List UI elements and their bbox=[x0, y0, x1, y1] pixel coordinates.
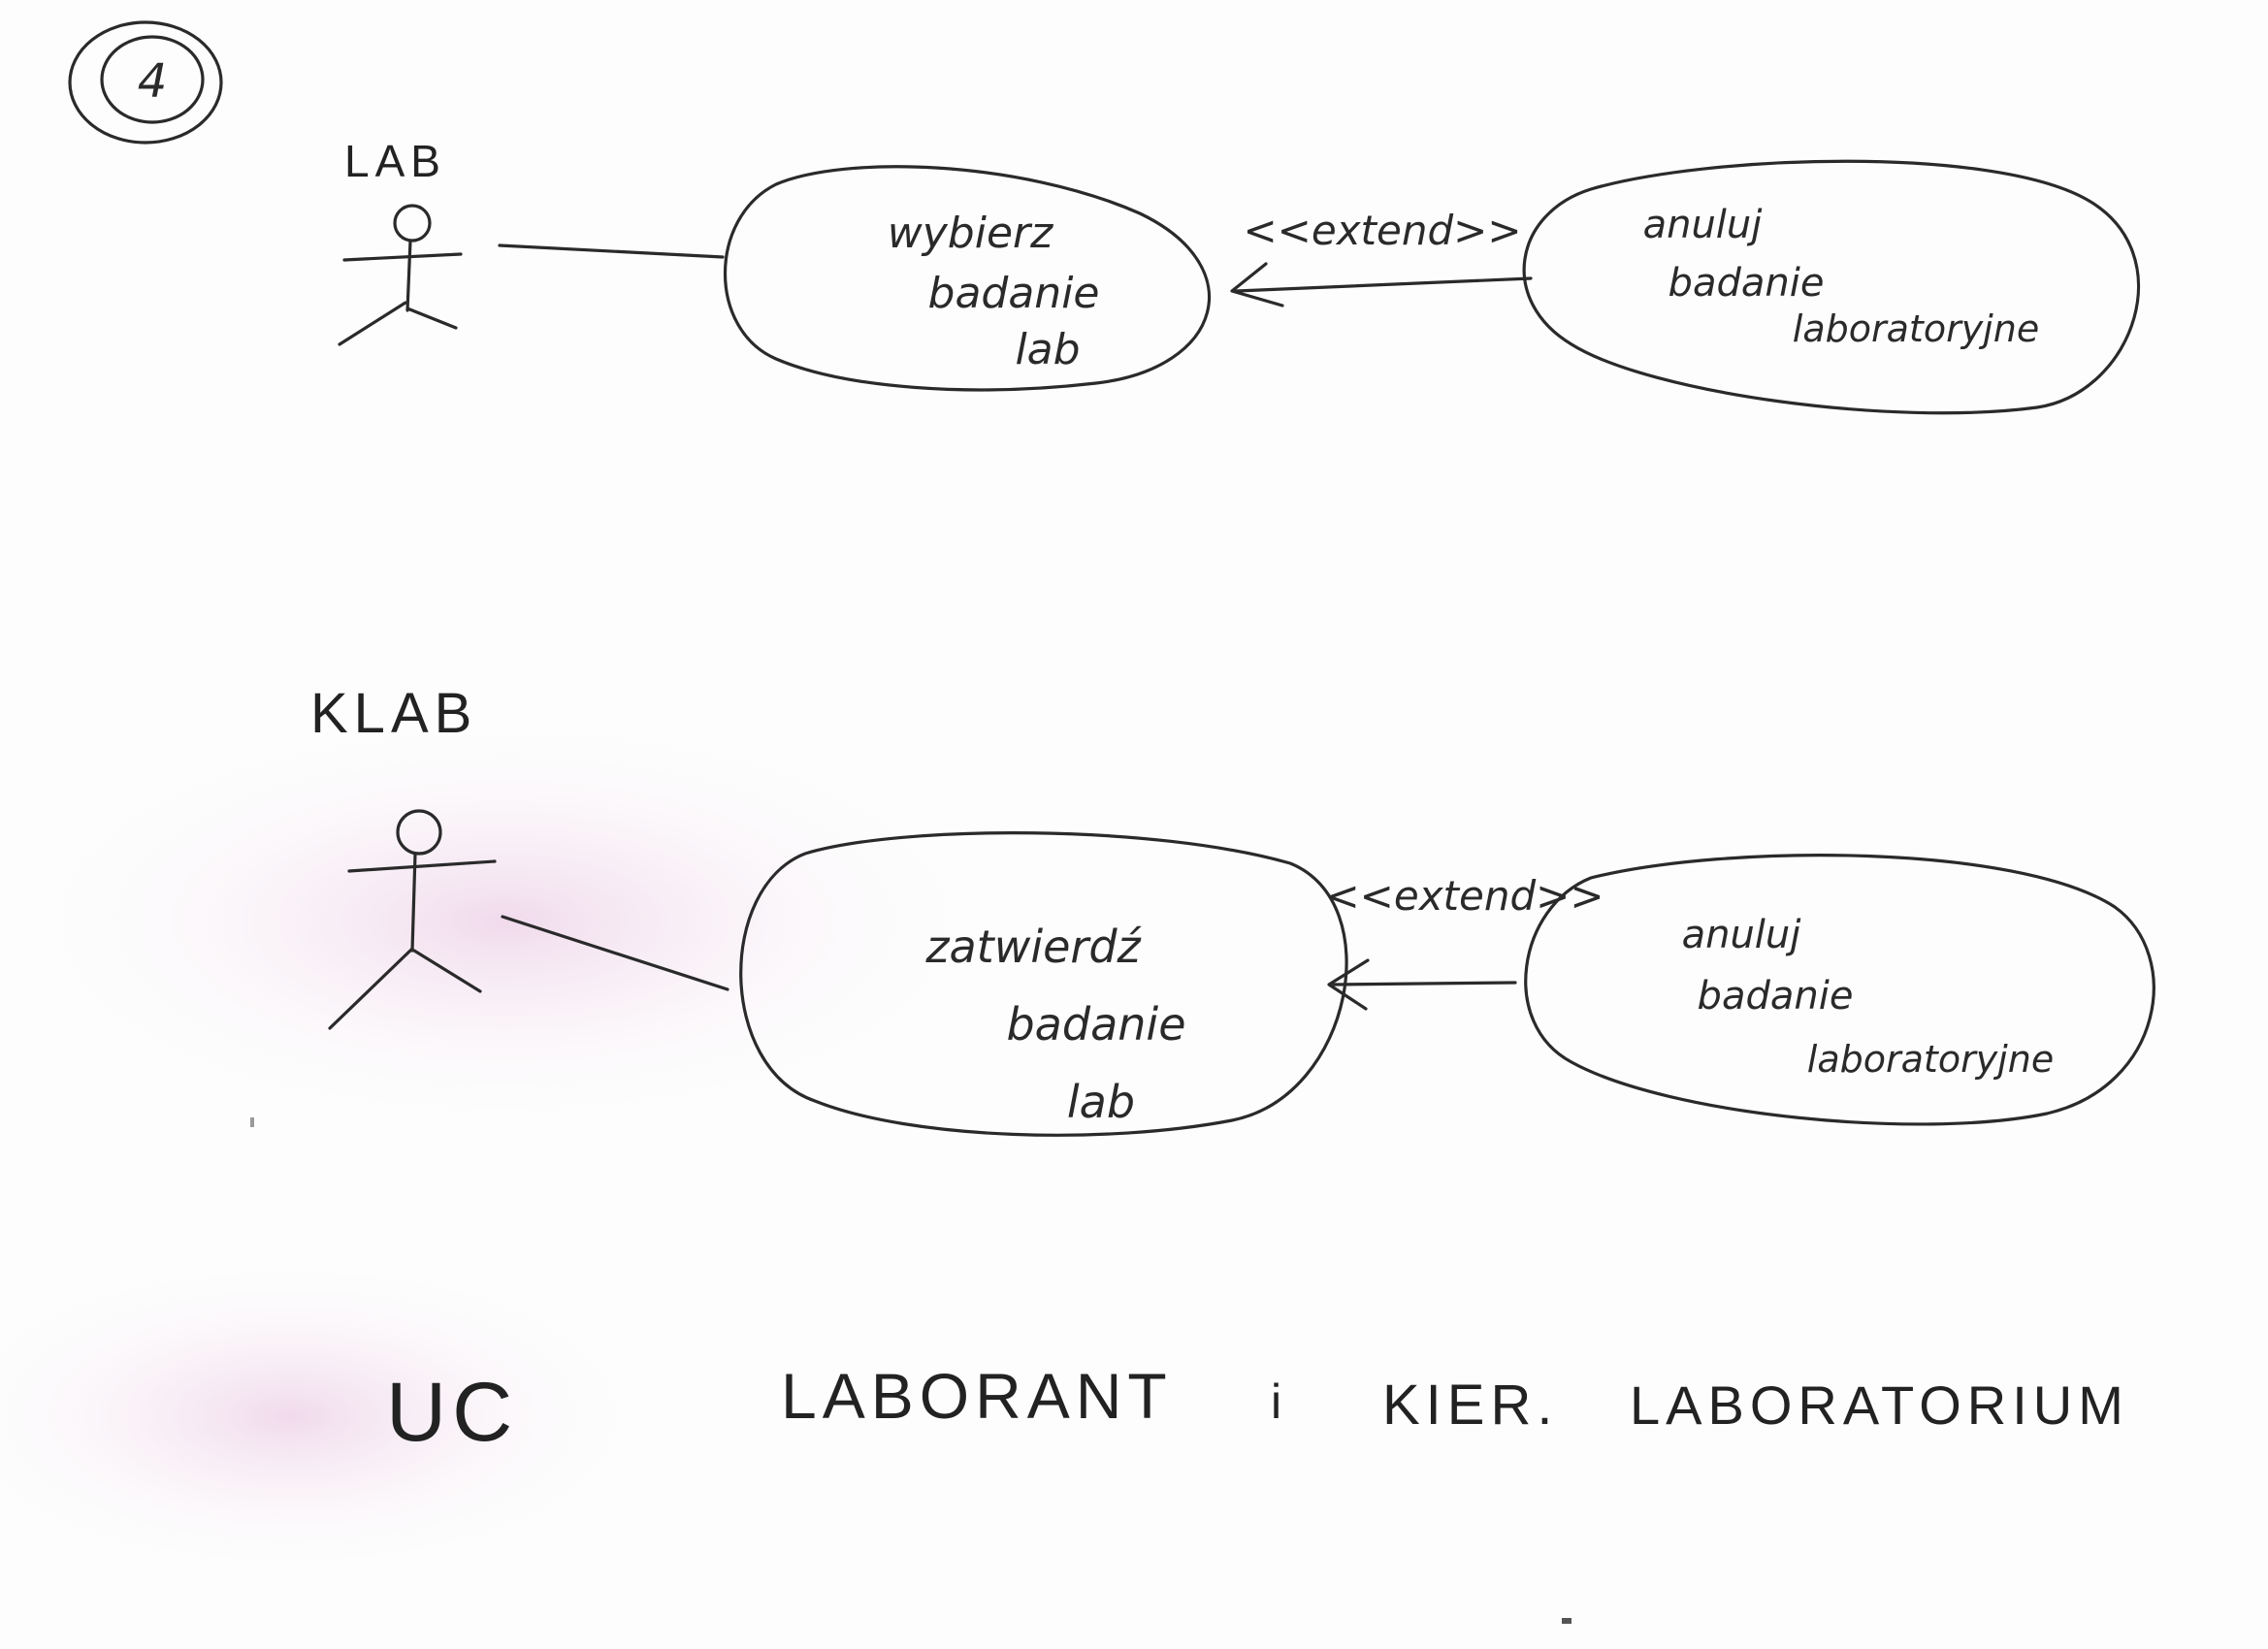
extension-line-2: badanie bbox=[1669, 261, 1825, 306]
use-case-line-1: wybierz bbox=[888, 209, 1053, 258]
use-case-line-3: lab bbox=[1067, 1076, 1135, 1128]
caption-conj: i bbox=[1271, 1374, 1287, 1429]
actor-stick-figure bbox=[338, 204, 463, 346]
extend-arrowhead bbox=[1327, 958, 1370, 1011]
caption-uc: UC bbox=[386, 1366, 518, 1459]
association-line bbox=[498, 243, 725, 259]
paper-smudge bbox=[0, 1251, 660, 1581]
actor-stick-figure bbox=[328, 809, 497, 1030]
caption: UC LABORANT i KIER. LABORATORIUM bbox=[386, 1360, 2129, 1459]
extension-line-1: anuluj bbox=[1643, 203, 1764, 247]
scan-speck bbox=[1562, 1618, 1571, 1624]
extension-line-1: anuluj bbox=[1682, 913, 1802, 957]
association-line bbox=[501, 915, 729, 991]
page-number-badge: 4 bbox=[68, 20, 223, 145]
extend-arrow-line bbox=[1235, 276, 1533, 293]
use-case-line-2: badanie bbox=[928, 269, 1100, 318]
actor-label-klab: KLAB bbox=[310, 682, 477, 745]
extension-line-2: badanie bbox=[1698, 974, 1854, 1018]
extension-ellipse bbox=[1522, 159, 2140, 415]
page-number: 4 bbox=[138, 54, 168, 109]
extend-label: <<extend>> bbox=[1243, 207, 1521, 254]
caption-lab: LABORATORIUM bbox=[1630, 1374, 2129, 1436]
caption-kier: KIER. bbox=[1382, 1374, 1559, 1437]
extension-line-3: laboratoryjne bbox=[1793, 307, 2039, 350]
use-case-line-2: badanie bbox=[1006, 998, 1185, 1051]
caption-subject: LABORANT bbox=[781, 1360, 1173, 1432]
use-case-ellipse bbox=[739, 831, 1348, 1137]
extension-ellipse bbox=[1524, 854, 2155, 1126]
use-case-line-1: zatwierdź bbox=[924, 921, 1142, 973]
diagram-klab: KLAB zatwierdź badanie lab <<extend>> an… bbox=[310, 682, 2155, 1137]
scan-speck bbox=[250, 1117, 254, 1127]
use-case-ellipse bbox=[724, 165, 1211, 392]
diagram-lab: LAB wybierz badanie lab <<extend>> anulu… bbox=[338, 136, 2140, 415]
extend-arrow-line bbox=[1332, 981, 1517, 986]
use-case-line-3: lab bbox=[1015, 325, 1080, 374]
extension-line-3: laboratoryjne bbox=[1807, 1038, 2054, 1081]
actor-label-lab: LAB bbox=[344, 136, 446, 186]
paper-smudge bbox=[0, 708, 1009, 1135]
extend-arrowhead bbox=[1230, 262, 1284, 307]
extend-label: <<extend>> bbox=[1325, 872, 1604, 920]
